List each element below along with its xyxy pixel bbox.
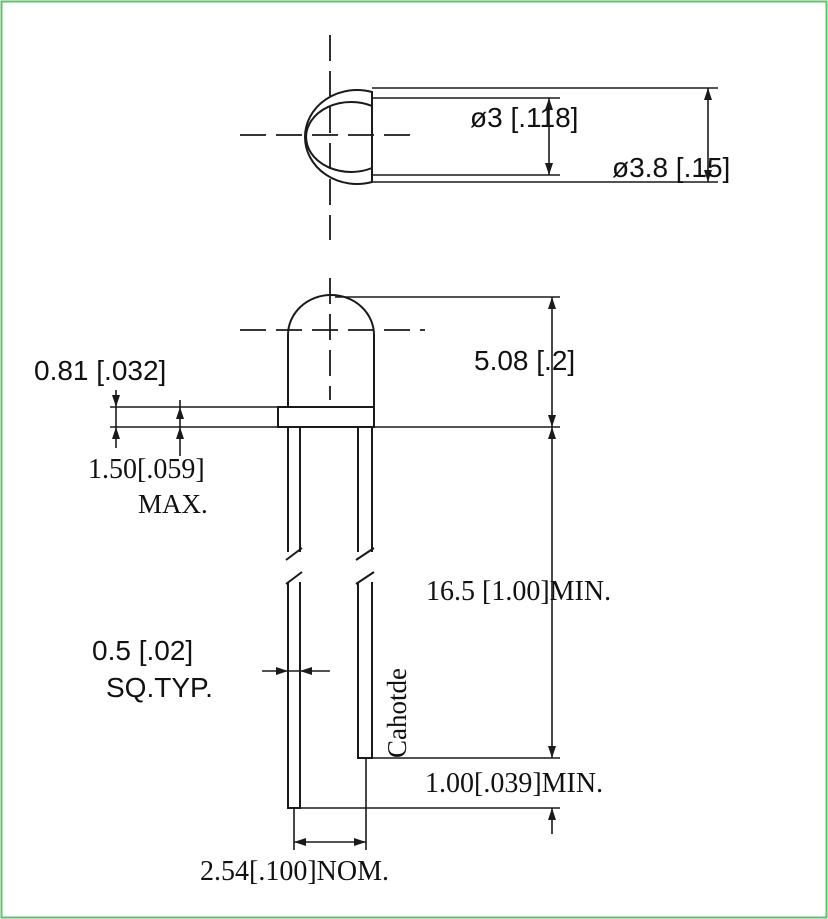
- flange-max-suffix: MAX.: [138, 489, 208, 519]
- side-view: 5.08 [.2] 16.5 [1.00]MIN. 1.00[.039]MIN.…: [34, 278, 611, 887]
- arrow: [548, 415, 556, 427]
- arrow: [300, 667, 312, 675]
- lead-size-suffix: SQ.TYP.: [106, 672, 213, 703]
- break-mark-left-bottom: [285, 571, 303, 585]
- lead-length-label: 16.5 [1.00]MIN.: [426, 576, 611, 607]
- arrow: [112, 395, 120, 407]
- led-flange: [277, 406, 375, 428]
- lead-left: [287, 427, 301, 809]
- lead-offset-label: 1.00[.039]MIN.: [425, 768, 603, 799]
- arrow: [354, 838, 366, 846]
- break-mark-right-bottom: [355, 571, 375, 585]
- lead-right: [357, 427, 373, 759]
- lead-size-label: 0.5 [.02]: [92, 635, 193, 666]
- arrow: [704, 170, 712, 182]
- led-dome: [287, 294, 375, 407]
- lens-outline: [305, 101, 373, 173]
- flange-outline: [304, 89, 373, 185]
- outer-diameter-label: ø3.8 [.15]: [612, 152, 730, 183]
- arrow: [545, 163, 553, 175]
- arrow: [112, 427, 120, 439]
- arrow: [276, 667, 288, 675]
- arrow: [545, 98, 553, 110]
- flange-max-label: 1.50[.059]: [88, 454, 205, 485]
- arrow: [704, 88, 712, 100]
- arrow: [176, 427, 184, 439]
- arrow: [548, 808, 556, 820]
- cathode-label: Cahotde: [382, 668, 412, 758]
- top-view: ø3 [.118] ø3.8 [.15]: [240, 35, 730, 240]
- arrow: [548, 297, 556, 309]
- lead-spacing-label: 2.54[.100]NOM.: [200, 856, 389, 887]
- break-mark-left-top: [285, 547, 303, 561]
- arrow: [548, 746, 556, 758]
- break-mark-right-top: [355, 547, 375, 561]
- arrow: [548, 427, 556, 439]
- flange-thickness-label: 0.81 [.032]: [34, 355, 166, 386]
- arrow: [294, 838, 306, 846]
- arrow: [176, 407, 184, 419]
- dome-height-label: 5.08 [.2]: [474, 345, 575, 376]
- inner-diameter-label: ø3 [.118]: [470, 102, 578, 133]
